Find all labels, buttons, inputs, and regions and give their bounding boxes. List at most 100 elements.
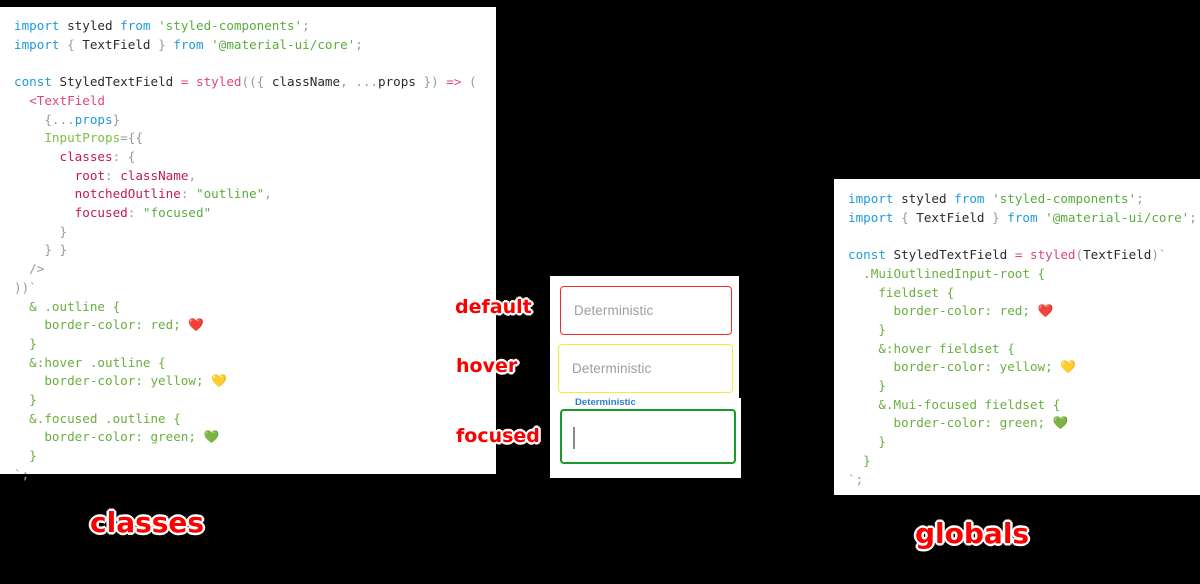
code-token: 💚 bbox=[1052, 415, 1069, 431]
code-token: from bbox=[120, 18, 159, 33]
code-token: .MuiOutlinedInput-root { bbox=[848, 265, 1046, 281]
code-token: => bbox=[446, 74, 470, 90]
code-token: focused bbox=[74, 205, 128, 221]
code-line: } bbox=[14, 391, 496, 410]
code-token: ; bbox=[1189, 209, 1197, 225]
code-token: &.focused .outline { bbox=[14, 410, 181, 426]
code-token: border-color: red; bbox=[14, 317, 189, 333]
code-line: } bbox=[14, 447, 496, 466]
code-token: styled bbox=[1030, 247, 1076, 263]
annotation-focused: focused bbox=[456, 425, 540, 447]
code-token: } bbox=[14, 448, 37, 464]
code-token bbox=[14, 149, 60, 164]
code-line bbox=[848, 227, 1200, 246]
textfield-focused[interactable]: Deterministic bbox=[560, 398, 736, 464]
code-token: } bbox=[14, 335, 37, 351]
code-token: &.Mui-focused fieldset { bbox=[848, 396, 1061, 412]
code-token: 💛 bbox=[1060, 359, 1076, 375]
code-line: import styled from 'styled-components'; bbox=[848, 190, 1200, 209]
code-token: : bbox=[127, 205, 143, 221]
textfield-default[interactable]: Deterministic bbox=[560, 286, 732, 335]
code-token: ❤️ bbox=[188, 317, 205, 333]
code-token: } bbox=[848, 321, 886, 337]
code-line: /> bbox=[14, 260, 496, 279]
code-line: border-color: red; ❤️ bbox=[848, 302, 1200, 321]
code-panel-classes: import styled from 'styled-components';i… bbox=[0, 7, 496, 482]
code-line: border-color: red; ❤️ bbox=[14, 316, 496, 335]
code-token: = bbox=[180, 74, 196, 90]
code-token: TextField bbox=[916, 209, 993, 225]
textfield-focused-label: Deterministic bbox=[571, 398, 640, 408]
code-line: } bbox=[848, 452, 1200, 471]
code-token: "focused" bbox=[142, 205, 212, 221]
code-token: 'styled-components' bbox=[158, 18, 303, 33]
code-line: <TextField bbox=[14, 92, 496, 111]
code-token: ( bbox=[1075, 247, 1084, 263]
code-line: notchedOutline: "outline", bbox=[14, 185, 496, 204]
code-token bbox=[14, 130, 44, 145]
code-token: from bbox=[173, 36, 212, 52]
code-line: `; bbox=[14, 466, 496, 485]
code-line: .MuiOutlinedInput-root { bbox=[848, 265, 1200, 284]
code-token: & .outline { bbox=[14, 298, 121, 314]
code-token: styled bbox=[67, 18, 121, 33]
code-token: ; bbox=[1136, 191, 1144, 206]
annotation-default: default bbox=[455, 296, 532, 318]
code-token: border-color: yellow; bbox=[14, 373, 212, 389]
code-token: , bbox=[188, 167, 197, 183]
code-token: } bbox=[158, 36, 174, 52]
code-token bbox=[14, 186, 75, 201]
code-line bbox=[14, 54, 496, 73]
code-token: StyledTextField bbox=[893, 247, 1015, 263]
code-token: border-color: green; bbox=[14, 429, 204, 445]
code-token: { bbox=[901, 209, 917, 225]
code-line: &:hover fieldset { bbox=[848, 340, 1200, 359]
code-token: border-color: yellow; bbox=[848, 359, 1061, 375]
code-token bbox=[14, 112, 44, 127]
code-line: classes: { bbox=[14, 148, 496, 167]
code-token: border-color: red; bbox=[848, 303, 1038, 319]
code-token: ... bbox=[355, 74, 379, 90]
code-panel-globals: import styled from 'styled-components';i… bbox=[834, 179, 1200, 495]
code-line: &:hover .outline { bbox=[14, 354, 496, 373]
textfield-hover[interactable]: Deterministic bbox=[558, 344, 733, 393]
code-token: ; bbox=[302, 18, 310, 33]
code-token: } } bbox=[14, 242, 68, 258]
code-token: , bbox=[340, 74, 356, 90]
code-token: } bbox=[848, 434, 886, 450]
code-token: &:hover fieldset { bbox=[848, 340, 1015, 356]
code-token: } bbox=[848, 378, 886, 394]
code-token: props bbox=[74, 111, 113, 127]
code-token: : bbox=[105, 167, 121, 183]
code-token: from bbox=[954, 191, 993, 206]
code-line: import { TextField } from '@material-ui/… bbox=[14, 36, 496, 55]
code-token: InputProps bbox=[44, 130, 121, 146]
code-line: ))` bbox=[14, 279, 496, 298]
code-token: '@material-ui/core' bbox=[1045, 209, 1190, 225]
code-token: import bbox=[848, 209, 902, 225]
code-token: ❤️ bbox=[1037, 303, 1054, 319]
code-line: {...props} bbox=[14, 111, 496, 130]
code-token: TextField bbox=[82, 36, 159, 52]
code-line: } bbox=[14, 223, 496, 242]
code-token: 💚 bbox=[203, 429, 220, 445]
code-line: const StyledTextField = styled(TextField… bbox=[848, 246, 1200, 265]
code-token: import bbox=[848, 191, 902, 206]
code-token: "outline" bbox=[196, 186, 265, 202]
caption-classes: classes bbox=[90, 506, 205, 539]
code-line: border-color: green; 💚 bbox=[14, 428, 496, 447]
textfield-hover-placeholder: Deterministic bbox=[572, 361, 652, 376]
code-token: ( bbox=[469, 74, 477, 90]
code-line: focused: "focused" bbox=[14, 204, 496, 223]
annotation-hover: hover bbox=[456, 355, 518, 377]
code-token: } bbox=[992, 209, 1008, 225]
code-line: import styled from 'styled-components'; bbox=[14, 17, 496, 36]
code-token: border-color: green; bbox=[848, 415, 1053, 431]
code-token: `; bbox=[14, 466, 30, 482]
text-caret bbox=[573, 427, 575, 449]
code-line: &.Mui-focused fieldset { bbox=[848, 396, 1200, 415]
code-line: root: className, bbox=[14, 167, 496, 186]
textfield-demo-panel: Deterministic Deterministic Deterministi… bbox=[550, 276, 741, 478]
code-token: (({ bbox=[241, 74, 272, 90]
code-token: styled bbox=[901, 191, 955, 206]
